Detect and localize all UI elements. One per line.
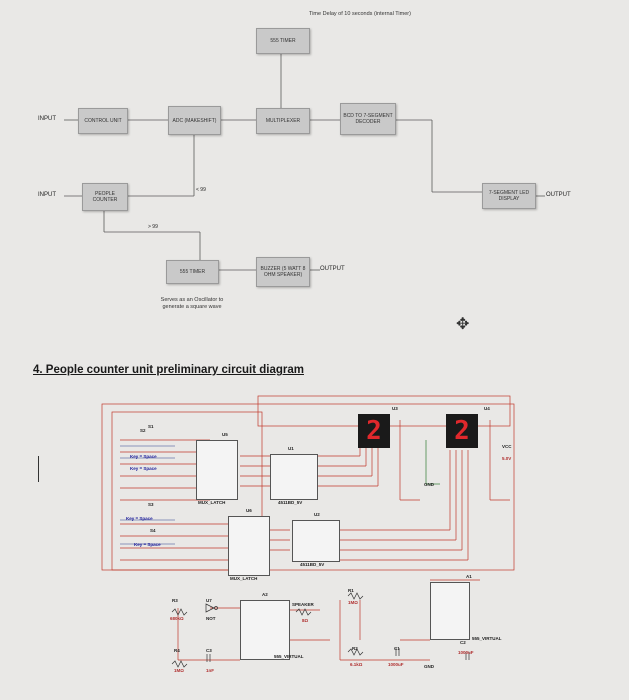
gnd-label-2: GND <box>424 664 434 669</box>
speaker-label: SPEAKER <box>292 602 314 607</box>
move-cursor-icon: ✥ <box>456 316 470 333</box>
gnd-label-1: GND <box>424 482 434 487</box>
capacitor-c1-label: C1 <box>394 646 400 651</box>
bcd-decoder-chip-2 <box>292 520 340 562</box>
switch-key-label-2: Key = Space <box>130 466 157 471</box>
section-title: 4. People counter unit preliminary circu… <box>33 364 304 376</box>
timer-555-chip-a1 <box>430 582 470 640</box>
chip-u1-label: U1 <box>288 446 294 451</box>
block-diagram-connectors <box>64 54 545 271</box>
timer-a2-label: A2 <box>262 592 268 597</box>
inverter-u7-label: U7 <box>206 598 212 603</box>
switch-key-label-4: Key = Space <box>134 542 161 547</box>
capacitor-c2-label: C2 <box>460 640 466 645</box>
switch-s3-label: S3 <box>148 502 154 507</box>
output-label-1: OUTPUT <box>546 192 571 198</box>
bcd-decoder-block: BCD TO 7-SEGMENT DECODER <box>340 103 396 135</box>
lt99-label: < 99 <box>196 187 206 193</box>
chip-u5-label: U5 <box>222 432 228 437</box>
control-unit-block: CONTROL UNIT <box>78 108 128 134</box>
inverter-not-label: NOT <box>206 616 216 621</box>
switch-key-label-3: Key = Space <box>126 516 153 521</box>
vcc-label: VCC <box>502 444 512 449</box>
resistor-r3-label: R3 <box>172 598 178 603</box>
timer-bottom-block: 555 TIMER <box>166 260 219 284</box>
timer-a1-label: A1 <box>466 574 472 579</box>
resistor-r3-value: 680kΩ <box>170 616 184 621</box>
mux-latch-label-2: MUX_LATCH <box>230 576 258 581</box>
chip-u6-label: U6 <box>246 508 252 513</box>
chip-u2-label: U2 <box>314 512 320 517</box>
people-counter-block: PEOPLE COUNTER <box>82 183 128 211</box>
timer-delay-note: Time Delay of 10 seconds (internal Timer… <box>309 11 411 17</box>
timer-top-block: 555 TIMER <box>256 28 310 54</box>
seven-seg-display-2: 2 <box>446 414 478 448</box>
switch-key-label-1: Key = Space <box>130 454 157 459</box>
vcc-value: 5.0V <box>502 456 512 461</box>
resistor-r4-label: R4 <box>174 648 180 653</box>
buzzer-block: BUZZER (5 WATT 8 OHM SPEAKER) <box>256 257 310 287</box>
mux-latch-chip-2 <box>228 516 270 576</box>
resistor-r2-label: R2 <box>352 646 358 651</box>
resistor-r4-value: 1MΩ <box>174 668 184 673</box>
timer-555-chip-a2 <box>240 600 290 660</box>
input-label-2: INPUT <box>38 192 56 198</box>
resistor-r1-label: R1 <box>348 588 354 593</box>
capacitor-c3-label: C3 <box>206 648 212 653</box>
switch-s2-label: S2 <box>140 428 146 433</box>
bcd-decoder-label-1: 4511BD_5V <box>278 500 303 505</box>
mux-latch-label-1: MUX_LATCH <box>198 500 226 505</box>
gt99-label: > 99 <box>148 224 158 230</box>
output-label-2: OUTPUT <box>320 266 345 272</box>
switch-s1-label: S1 <box>148 424 154 429</box>
resistor-r1-value: 1MΩ <box>348 600 358 605</box>
switch-s4-label: S4 <box>150 528 156 533</box>
display-u3-label: U3 <box>392 406 398 411</box>
seven-seg-display-1: 2 <box>358 414 390 448</box>
capacitor-c2-value: 1000uF <box>458 650 474 655</box>
margin-mark <box>38 456 39 482</box>
capacitor-c3-value: 1nF <box>206 668 215 673</box>
timer-a1-virtual-label: 555_VIRTUAL <box>472 636 502 641</box>
display-u4-label: U4 <box>484 406 490 411</box>
resistor-r2-value: 6.1kΩ <box>350 662 363 667</box>
multiplexer-block: MULTIPLEXER <box>256 108 310 134</box>
oscillator-note: Serves as an Oscillator to generate a sq… <box>160 297 224 310</box>
adc-block: ADC (MAKESHIFT) <box>168 106 221 135</box>
bcd-decoder-label-2: 4511BD_5V <box>300 562 325 567</box>
capacitor-c1-value: 1000uF <box>388 662 404 667</box>
input-label-1: INPUT <box>38 116 56 122</box>
timer-a2-virtual-label: 555_VIRTUAL <box>274 654 304 659</box>
speaker-value: 8Ω <box>302 618 309 623</box>
mux-latch-chip-1 <box>196 440 238 500</box>
bcd-decoder-chip-1 <box>270 454 318 500</box>
seven-seg-display-block: 7-SEGMENT LED DISPLAY <box>482 183 536 209</box>
